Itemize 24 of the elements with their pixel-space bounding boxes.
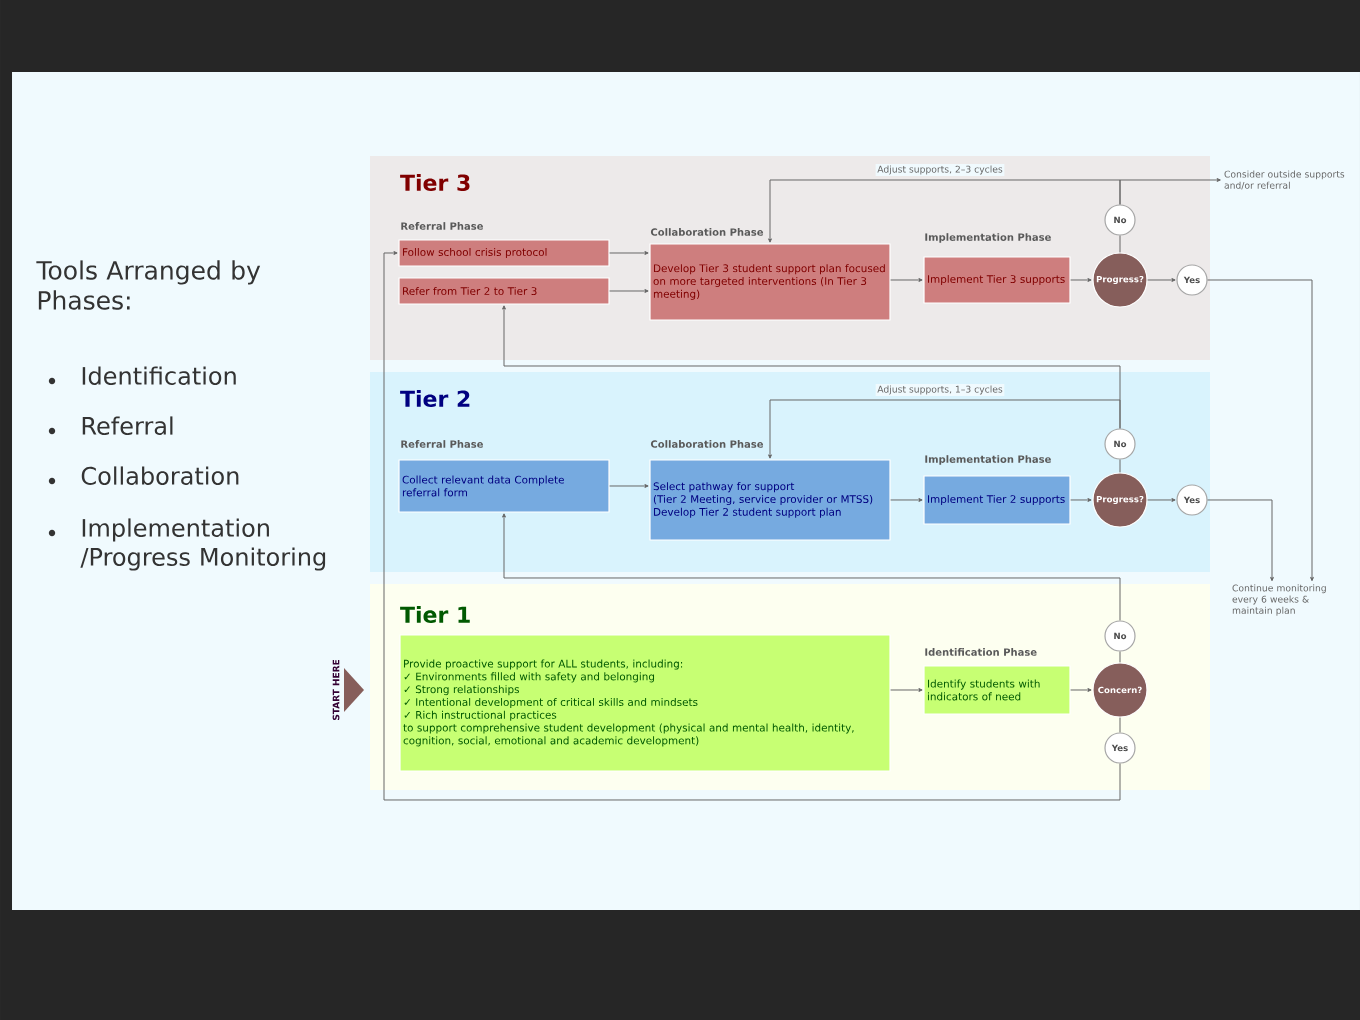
arrow — [1070, 278, 1092, 282]
arrow — [1207, 499, 1274, 582]
bullet-item: Identification — [48, 366, 236, 385]
arrow — [1119, 178, 1221, 205]
arrow — [1147, 278, 1176, 282]
arrow — [1070, 498, 1092, 502]
slide-heading: Tools Arranged by Phases: — [36, 260, 261, 310]
arrow — [502, 513, 1121, 621]
arrow — [768, 179, 1121, 243]
arrow — [890, 688, 923, 692]
arrow — [890, 498, 923, 502]
bullet-item: Collaboration — [48, 466, 239, 485]
arrow — [1207, 279, 1314, 582]
arrow — [502, 305, 1121, 429]
arrow — [609, 484, 649, 488]
arrow — [768, 399, 1121, 459]
arrow — [609, 289, 649, 293]
arrow — [1147, 498, 1176, 502]
arrow — [609, 251, 649, 255]
arrow — [383, 251, 1121, 801]
bullet-item: Referral — [48, 416, 173, 435]
bullet-item: Implementation /Progress Monitoring — [48, 518, 326, 571]
arrow — [1070, 688, 1092, 692]
arrow — [890, 278, 923, 282]
